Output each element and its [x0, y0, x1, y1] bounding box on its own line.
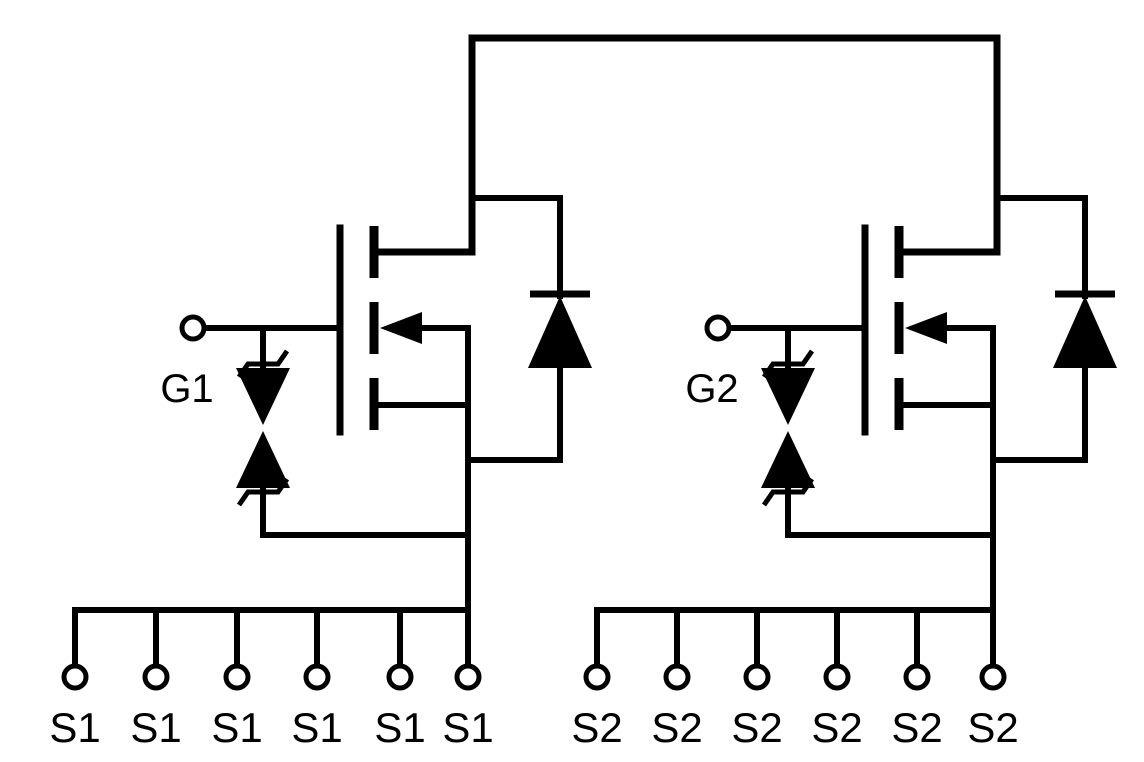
mosfet-q1: G1 S1 S1 S1 S1 S1 S1 — [49, 195, 592, 751]
source-pin-terminal — [303, 663, 331, 691]
body-arrowhead-q2 — [905, 312, 947, 344]
body-diode-q1 — [465, 195, 592, 463]
source-pin-terminal — [903, 663, 931, 691]
gate-label: G2 — [685, 367, 738, 411]
source-pin-label: S1 — [442, 704, 493, 751]
source-pin-label: S2 — [891, 704, 942, 751]
body-diode-triangle-q1 — [528, 296, 592, 368]
source-pin-label: S2 — [731, 704, 782, 751]
source-pin-terminal — [663, 663, 691, 691]
mosfet-q2: G2 S2 S2 S2 S2 S2 S2 — [571, 195, 1117, 751]
zener-triangle-upper-q2 — [761, 368, 815, 425]
source-pin-terminal — [454, 663, 482, 691]
source-pins-q1 — [61, 607, 482, 691]
source-pin-terminal — [743, 663, 771, 691]
source-pin-terminal — [142, 663, 170, 691]
body-arrowhead-q1 — [380, 312, 422, 344]
source-pin-label: S1 — [130, 704, 181, 751]
body-diode-q2 — [990, 195, 1117, 463]
source-pin-label: S1 — [291, 704, 342, 751]
source-pin-label: S2 — [571, 704, 622, 751]
gate-terminal-circle-q1 — [179, 314, 207, 342]
source-pin-terminal — [823, 663, 851, 691]
body-diode-triangle-q2 — [1053, 296, 1117, 368]
gate-esd-diodes-q1 — [236, 325, 471, 538]
source-pin-label: S1 — [49, 704, 100, 751]
gate-terminal-circle-q2 — [704, 314, 732, 342]
zener-triangle-lower-q2 — [761, 431, 815, 488]
source-pin-terminal — [223, 663, 251, 691]
source-pin-label: S1 — [374, 704, 425, 751]
zener-triangle-upper-q1 — [236, 368, 290, 425]
source-pin-terminal — [386, 663, 414, 691]
zener-triangle-lower-q1 — [236, 431, 290, 488]
source-pin-terminal — [979, 663, 1007, 691]
source-pin-label: S1 — [211, 704, 262, 751]
source-pin-label: S2 — [967, 704, 1018, 751]
drain-bus — [370, 34, 1001, 256]
source-pins-q2 — [583, 607, 1007, 691]
source-pin-label: S2 — [651, 704, 702, 751]
gate-label: G1 — [160, 367, 213, 411]
source-pin-terminal — [583, 663, 611, 691]
source-pin-label: S2 — [811, 704, 862, 751]
source-pin-terminal — [61, 663, 89, 691]
gate-esd-diodes-q2 — [761, 325, 996, 538]
